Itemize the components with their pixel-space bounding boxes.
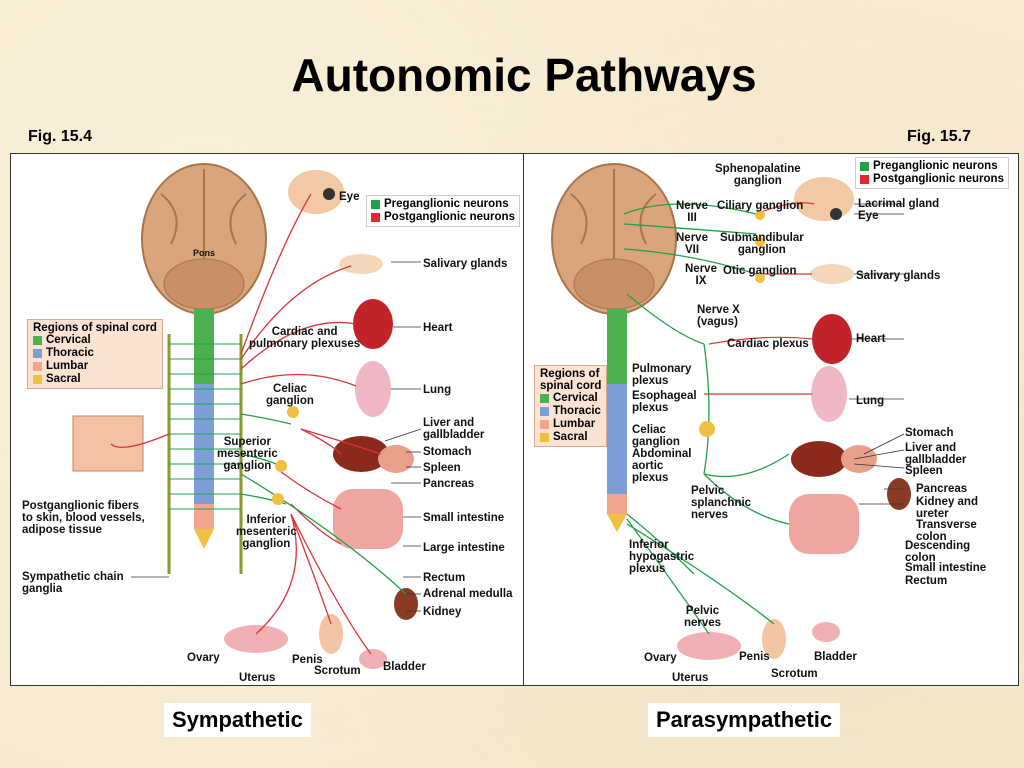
legend-parasympathetic: Preganglionic neurons Postganglionic neu… (855, 157, 1009, 189)
parasympathetic-diagram: Preganglionic neurons Postganglionic neu… (523, 153, 1019, 686)
figure-label-right: Fig. 15.7 (907, 128, 972, 145)
label-small-intestine: Small intestine (423, 512, 505, 524)
preganglionic-swatch (371, 200, 380, 209)
parasympathetic-illustration (551, 163, 911, 660)
label-eye: Eye (339, 191, 360, 203)
figure-label-left: Fig. 15.4 (28, 128, 93, 145)
cord-lumbar (607, 494, 627, 514)
label-scrotum: Scrotum (771, 668, 818, 680)
label-ovary: Ovary (644, 652, 677, 664)
label-ovary: Ovary (187, 652, 220, 664)
label-rectum: Rectum (423, 572, 466, 584)
label-ciliary: Ciliary ganglion (717, 200, 804, 212)
label-heart: Heart (856, 333, 886, 345)
label-lung: Lung (423, 384, 452, 396)
legend-sympathetic: Preganglionic neurons Postganglionic neu… (366, 195, 520, 227)
label-rectum: Rectum (905, 575, 948, 587)
label-stomach: Stomach (905, 427, 954, 439)
postganglionic-swatch (371, 213, 380, 222)
cord-thoracic (194, 384, 214, 504)
cord-cervical (607, 309, 627, 384)
caption-sympathetic: Sympathetic (164, 703, 311, 737)
label-uterus: Uterus (672, 672, 709, 684)
cord-sacral (194, 529, 214, 549)
slide-title: Autonomic Pathways (291, 49, 757, 101)
regions-box-parasympathetic: Regions of spinal cord Cervical Thoracic… (534, 365, 608, 447)
label-penis: Penis (292, 654, 323, 666)
label-vagus: Nerve X(vagus) (697, 304, 740, 328)
label-lung: Lung (856, 395, 885, 407)
label-heart: Heart (423, 322, 453, 334)
label-salivary: Salivary glands (856, 270, 941, 282)
label-adrenal-medulla: Adrenal medulla (423, 588, 513, 600)
label-kidney: Kidney (423, 606, 462, 618)
label-pancreas: Pancreas (916, 483, 968, 495)
label-scrotum: Scrotum (314, 665, 361, 677)
regions-box-sympathetic: Regions of spinal cord Cervical Thoracic… (27, 319, 163, 389)
label-stomach: Stomach (423, 446, 472, 458)
label-lacrimal: Lacrimal gland (858, 198, 940, 210)
cord-lumbar (194, 504, 214, 529)
label-bladder: Bladder (814, 651, 857, 663)
label-eye: Eye (858, 210, 879, 222)
sympathetic-illustration (72, 163, 422, 669)
label-penis: Penis (739, 651, 770, 663)
label-cardiac-plexus: Cardiac plexus (727, 338, 809, 350)
label-bladder: Bladder (383, 661, 426, 673)
label-salivary: Salivary glands (423, 258, 508, 270)
label-pons: Pons (193, 248, 216, 258)
sympathetic-diagram: Preganglionic neurons Postganglionic neu… (10, 153, 525, 686)
label-otic: Otic ganglion (723, 265, 797, 277)
label-uterus: Uterus (239, 672, 276, 684)
label-pancreas: Pancreas (423, 478, 475, 490)
label-spleen: Spleen (905, 465, 943, 477)
postganglionic-swatch (860, 175, 869, 184)
label-spleen: Spleen (423, 462, 461, 474)
label-small-intestine: Small intestine (905, 562, 987, 574)
cord-sacral (607, 514, 627, 532)
cord-cervical (194, 309, 214, 384)
caption-parasympathetic: Parasympathetic (648, 703, 841, 737)
cord-thoracic (607, 384, 627, 494)
preganglionic-swatch (860, 162, 869, 171)
label-large-intestine: Large intestine (423, 542, 505, 554)
